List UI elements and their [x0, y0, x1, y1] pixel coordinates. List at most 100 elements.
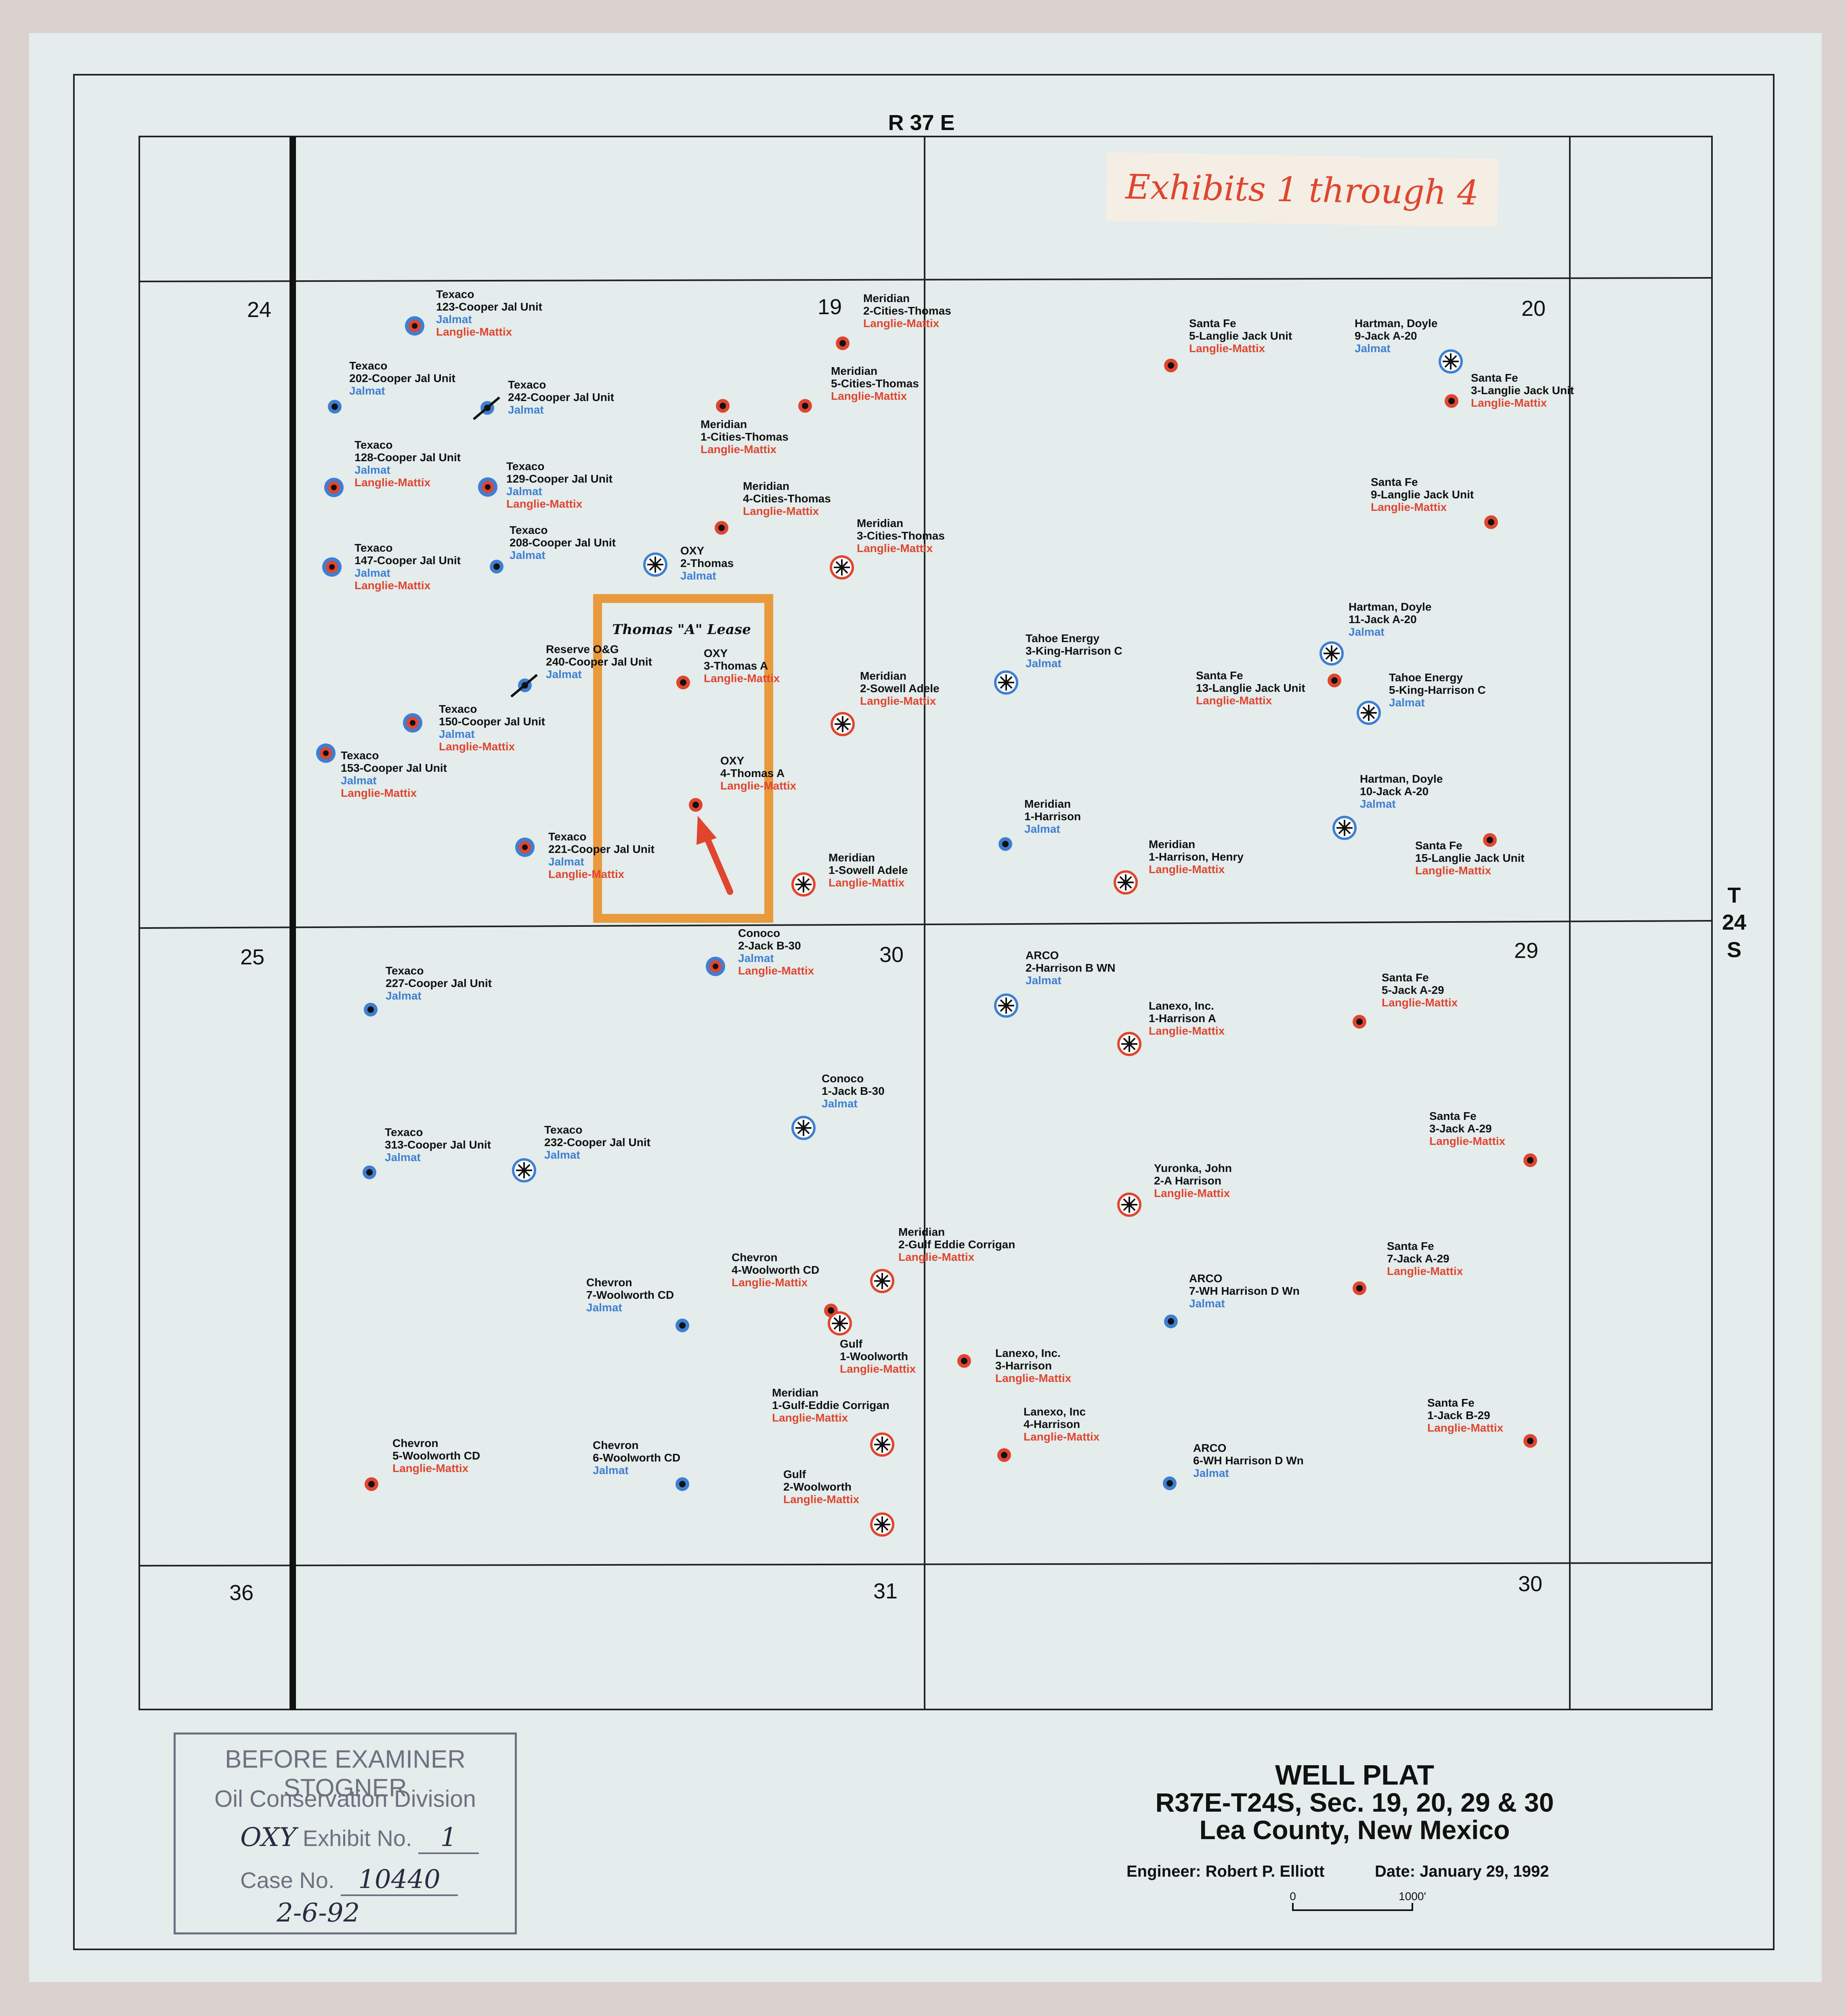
well-label-line: 128-Cooper Jal Unit [355, 451, 461, 464]
well-label-line: 240-Cooper Jal Unit [546, 655, 652, 668]
well-symbol [870, 1269, 894, 1293]
well-label-line: 7-Jack A-29 [1387, 1252, 1450, 1265]
range-label: R 37 E [888, 111, 954, 135]
well-label-line: 11-Jack A-20 [1349, 613, 1417, 626]
well-label-line: 5-Jack A-29 [1382, 984, 1444, 996]
well-pool-label: Jalmat [385, 1151, 421, 1163]
well-label-line: 129-Cooper Jal Unit [506, 472, 613, 485]
well-symbol [1523, 1153, 1537, 1167]
well-pool-label: Langlie-Mattix [1024, 1430, 1100, 1443]
well-label-line: Texaco [544, 1124, 582, 1136]
well-label-line: 3-King-Harrison C [1026, 645, 1122, 657]
section-number-24: 24 [247, 298, 271, 322]
well-symbol [1357, 701, 1381, 725]
well-symbol [403, 713, 422, 733]
section-line-bottom [139, 1562, 1712, 1567]
well-symbol [675, 1477, 689, 1491]
well-symbol [1483, 833, 1497, 847]
well-label-line: Meridian [743, 480, 789, 492]
frame-lines [73, 74, 1775, 1950]
well-pool-label: Langlie-Mattix [738, 964, 814, 977]
well-label-line: 1-Jack B-29 [1427, 1409, 1490, 1422]
section-number-19: 19 [818, 295, 842, 319]
well-symbol [831, 712, 855, 736]
well-label-line: Hartman, Doyle [1355, 317, 1437, 330]
well-label-line: Reserve O&G [546, 643, 619, 655]
well-pool-label: Jalmat [1389, 696, 1425, 709]
well-label-line: Texaco [436, 288, 474, 300]
well-symbol [706, 957, 725, 976]
well-label-line: Lanexo, Inc. [995, 1347, 1061, 1359]
well-pool-label: Jalmat [738, 952, 774, 964]
well-label-line: Santa Fe [1415, 839, 1462, 852]
well-pool-label: Langlie-Mattix [840, 1363, 916, 1375]
well-label-line: Meridian [829, 851, 875, 864]
well-label-line: Conoco [822, 1072, 864, 1085]
well-symbol [689, 798, 703, 812]
well-label-line: 2-A Harrison [1154, 1174, 1221, 1187]
well-label-line: 1-Cities-Thomas [701, 430, 789, 443]
section-number-31: 31 [873, 1579, 898, 1603]
well-label-line: 221-Cooper Jal Unit [548, 843, 654, 855]
well-symbol [364, 1003, 378, 1016]
well-pool-label: Jalmat [508, 403, 544, 416]
well-label-line: Chevron [586, 1276, 632, 1289]
well-label-line: 7-WH Harrison D Wn [1189, 1285, 1300, 1297]
well-pool-label: Langlie-Mattix [355, 476, 431, 489]
well-label-line: Gulf [840, 1338, 863, 1350]
well-46 [828, 1311, 852, 1336]
well-symbol [515, 838, 535, 857]
well-symbol [1114, 870, 1138, 895]
well-pool-label: Jalmat [439, 728, 475, 740]
well-pool-label: Jalmat [546, 668, 582, 680]
stamp-exhibit-label: Exhibit No. [302, 1825, 412, 1851]
well-label-line: Santa Fe [1196, 669, 1243, 682]
well-label-line: Texaco [385, 1126, 423, 1138]
well-symbol [997, 1448, 1011, 1462]
stamp-exhibit-row: OXY Exhibit No. 1 [240, 1823, 479, 1854]
well-pool-label: Langlie-Mattix [701, 443, 777, 456]
well-pool-label: Jalmat [1026, 974, 1061, 987]
well-label-line: 123-Cooper Jal Unit [436, 300, 542, 313]
well-symbol [1164, 1315, 1178, 1328]
well-pool-label: Langlie-Mattix [1149, 863, 1225, 876]
well-label-line: 6-Woolworth CD [593, 1451, 680, 1464]
well-label-line: Meridian [701, 418, 747, 430]
township-number: 24 [1722, 910, 1746, 934]
well-label-line: Texaco [349, 359, 387, 372]
stamp-case-row: Case No. 10440 [240, 1865, 458, 1896]
